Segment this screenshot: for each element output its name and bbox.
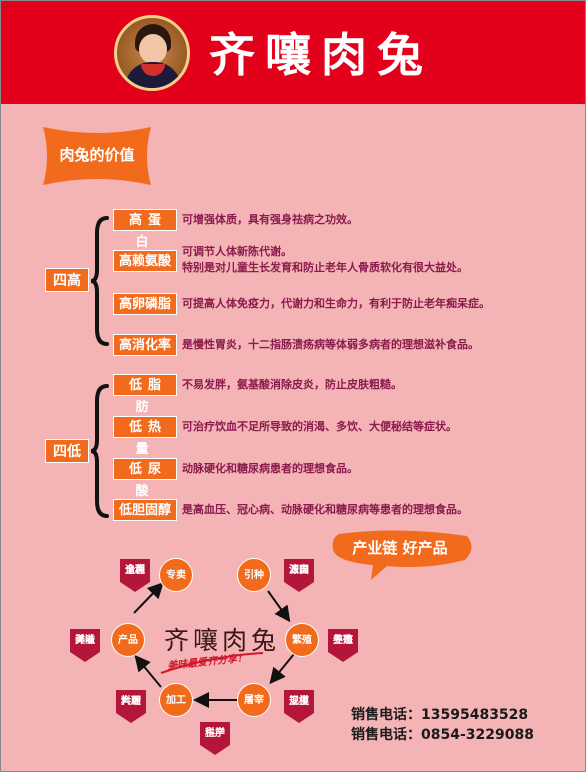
tag-low-cholesterol: 低胆固醇 [113, 499, 177, 521]
desc-high-protein: 可增强体质，具有强身祛病之功效。 [182, 213, 358, 226]
value-title-banner: 肉兔的价值 [39, 123, 155, 189]
four-lows-label: 四低 [45, 439, 89, 463]
node-jiagong: 加工 [159, 683, 193, 717]
node-chanpin: 产品 [111, 623, 145, 657]
four-highs-label: 四高 [45, 268, 89, 292]
chain-banner: 产业链 好产品 [327, 528, 477, 582]
brand-title: 齐嚷肉兔 [209, 28, 433, 82]
node-tuzai: 屠宰 [237, 683, 271, 717]
phone-number-2[interactable]: 0854-3229088 [421, 727, 534, 743]
node-fanzhi: 繁殖 [285, 623, 319, 657]
desc-low-fat: 不易发胖，氨基酸消除皮炎，防止皮肤粗糙。 [182, 378, 402, 391]
desc-low-cholesterol: 是高血压、冠心病、动脉硬化和糖尿病等患者的理想食品。 [182, 503, 468, 516]
four-lows-brace [90, 384, 109, 518]
tag-low-uric-acid: 低尿酸 [113, 458, 177, 499]
desc-high-digestibility: 是慢性胃炎，十二指肠溃疡病等体弱多病者的理想滋补食品。 [182, 338, 479, 351]
tag-guimo: 规模卫生 [281, 687, 317, 725]
desc-low-uric-acid: 动脉硬化和糖尿病患者的理想食品。 [182, 462, 358, 475]
header-bar: 齐嚷肉兔 [1, 1, 585, 104]
desc-high-lysine-2: 特别是对儿童生长发育和防止老年人骨质软化有很大益处。 [182, 261, 468, 274]
tag-high-digestibility: 高消化率 [113, 334, 177, 356]
chain-center-title: 齐嚷肉兔 [164, 626, 281, 655]
tag-low-fat: 低脂肪 [113, 374, 177, 415]
spokesperson-avatar [114, 15, 190, 91]
desc-high-lysine-1: 可调节人体新陈代谢。 [182, 245, 292, 258]
phone-label-2: 销售电话： [351, 727, 421, 743]
phone-line-1: 销售电话：13595483528 [351, 704, 528, 724]
four-highs-brace [90, 216, 109, 346]
tag-yangyi: 洋溢美味 [67, 626, 103, 664]
node-yinzhong: 引种 [237, 558, 271, 592]
phone-label-1: 销售电话： [351, 707, 421, 723]
phone-number-1[interactable]: 13595483528 [421, 707, 529, 723]
tag-low-calorie: 低热量 [113, 416, 177, 457]
tag-high-lysine: 高赖氨酸 [113, 250, 177, 272]
desc-low-calorie: 可治疗饮血不足所导致的消渴、多饮、大便秘结等症状。 [182, 420, 457, 433]
desc-high-lecithin: 可提高人体免疫力，代谢力和生命力，有利于防止老年痴呆症。 [182, 297, 490, 310]
tag-quancheng: 全程追溯 [117, 556, 153, 594]
tag-kexue: 科学生产 [197, 719, 233, 757]
chain-banner-text: 产业链 好产品 [352, 539, 448, 557]
tag-high-lecithin: 高卵磷脂 [113, 293, 177, 315]
tag-high-protein: 高蛋白 [113, 209, 177, 250]
value-title: 肉兔的价值 [59, 146, 135, 164]
tag-dachu: 大厨料理 [113, 687, 149, 725]
tag-shengtai: 生态养殖 [325, 626, 361, 664]
node-zhuanmai: 专卖 [159, 558, 193, 592]
phone-line-2: 销售电话：0854-3229088 [351, 724, 534, 744]
tag-yuanzi: 源自法国 [281, 556, 317, 594]
